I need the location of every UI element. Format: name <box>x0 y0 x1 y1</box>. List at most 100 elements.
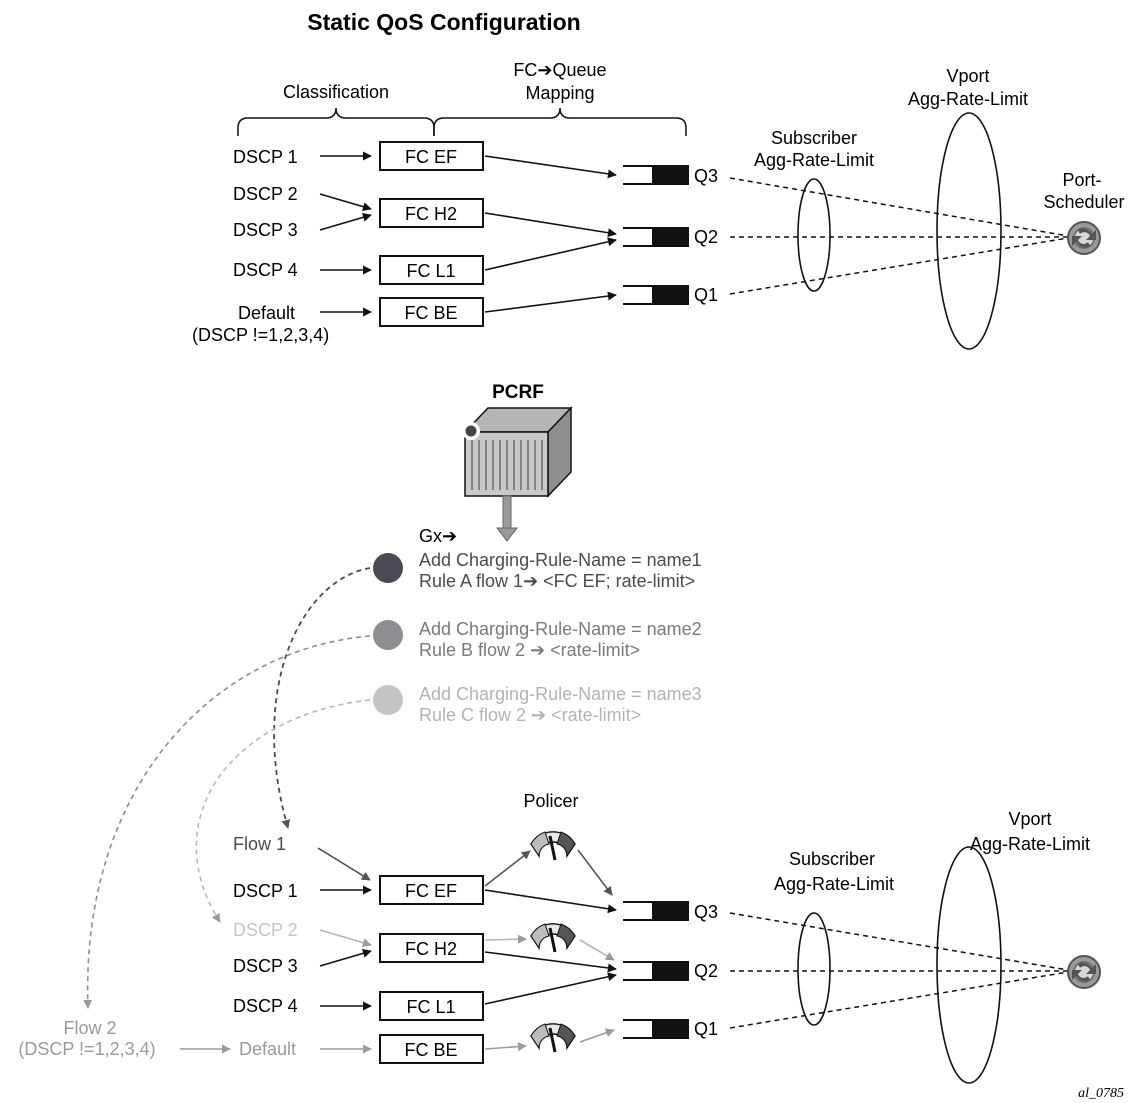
top-queue-q2: Q2 <box>623 227 718 247</box>
policer-gauge-h2 <box>531 924 575 952</box>
bottom-h2-to-policer <box>485 939 526 940</box>
policer-gauge-be <box>531 1024 575 1052</box>
flow2-label: Flow 2 <box>63 1018 116 1038</box>
port-scheduler-label-2: Scheduler <box>1043 192 1124 212</box>
bottom-fc-l1-box: FC L1 <box>380 992 483 1020</box>
bottom-h2-q2 <box>485 952 616 969</box>
svg-text:FC EF: FC EF <box>405 881 457 901</box>
bottom-subscriber-label: Subscriber <box>789 849 875 869</box>
mapping-label-line2: Mapping <box>525 83 594 103</box>
gx-arrow-head <box>497 528 517 541</box>
bottom-input-dscp3: DSCP 3 <box>233 956 298 976</box>
gx-label: Gx➔ <box>419 526 457 546</box>
bottom-vport-label-2: Agg-Rate-Limit <box>970 834 1090 854</box>
top-subscriber-label: Subscriber <box>771 128 857 148</box>
top-map-h2-q2 <box>485 213 616 234</box>
top-dash-q3 <box>730 178 1068 236</box>
bottom-subscriber-ellipse <box>798 913 830 1025</box>
svg-text:FC H2: FC H2 <box>405 939 457 959</box>
bottom-ef-to-policer <box>485 851 530 886</box>
top-vport-label: Vport <box>946 66 989 86</box>
svg-text:FC BE: FC BE <box>404 303 457 323</box>
bottom-arrow-dscp3 <box>320 951 371 966</box>
bottom-fc-be-box: FC BE <box>380 1035 483 1063</box>
bottom-input-default: Default <box>239 1039 296 1059</box>
top-map-l1-q2 <box>485 240 616 270</box>
rule-b-line1: Add Charging-Rule-Name = name2 <box>419 619 702 639</box>
bottom-scheduler-icon <box>1068 956 1100 988</box>
port-scheduler-label: Port- <box>1062 170 1101 190</box>
rule-a-dot <box>373 553 403 583</box>
policer-gauge-ef <box>531 832 575 860</box>
top-map-ef-q3 <box>485 156 616 175</box>
bottom-queue-q2: Q2 <box>623 961 718 981</box>
svg-text:FC L1: FC L1 <box>406 997 455 1017</box>
mapping-label: FC➔Queue <box>513 60 606 80</box>
rule-c-dot <box>373 685 403 715</box>
svg-text:FC BE: FC BE <box>404 1040 457 1060</box>
pcrf-label: PCRF <box>492 382 544 403</box>
classification-brace <box>238 108 434 136</box>
bottom-l1-q2 <box>485 975 616 1004</box>
bottom-fc-ef-box: FC EF <box>380 876 483 904</box>
top-input-dscp1: DSCP 1 <box>233 147 298 167</box>
bottom-arrow-dscp2 <box>320 930 371 945</box>
bottom-queue-q1: Q1 <box>623 1019 718 1039</box>
rule-b-line2: Rule B flow 2 ➔ <rate-limit> <box>419 640 640 660</box>
bottom-dash-q1 <box>730 972 1068 1028</box>
svg-text:Q1: Q1 <box>694 1019 718 1039</box>
rule-a-connector <box>274 568 370 828</box>
top-fc-l1-box: FC L1 <box>380 256 483 284</box>
top-queue-q3: Q3 <box>623 166 718 186</box>
bottom-queue-q3: Q3 <box>623 902 718 922</box>
rule-a-line2: Rule A flow 1➔ <FC EF; rate-limit> <box>419 571 695 591</box>
classification-label: Classification <box>283 82 389 102</box>
top-queue-q1: Q1 <box>623 285 718 305</box>
mapping-brace <box>434 108 686 136</box>
bottom-policer-to-q2 <box>580 940 614 960</box>
top-vport-ellipse <box>937 113 1001 349</box>
bottom-subscriber-label-2: Agg-Rate-Limit <box>774 874 894 894</box>
svg-text:Q2: Q2 <box>694 961 718 981</box>
top-input-dscp3: DSCP 3 <box>233 220 298 240</box>
rule-c-line2: Rule C flow 2 ➔ <rate-limit> <box>419 705 641 725</box>
port-scheduler-icon <box>1068 222 1100 254</box>
svg-text:FC H2: FC H2 <box>405 204 457 224</box>
top-input-dscp2: DSCP 2 <box>233 184 298 204</box>
top-vport-label-2: Agg-Rate-Limit <box>908 89 1028 109</box>
top-subscriber-ellipse <box>798 179 830 291</box>
figure-id: al_0785 <box>1078 1086 1124 1101</box>
bottom-policer-to-q3 <box>578 850 612 895</box>
top-subscriber-label-2: Agg-Rate-Limit <box>754 150 874 170</box>
diagram-title: Static QoS Configuration <box>307 9 580 35</box>
svg-text:Q1: Q1 <box>694 285 718 305</box>
svg-text:Q3: Q3 <box>694 902 718 922</box>
policer-label: Policer <box>523 791 578 811</box>
flow1-arrow <box>318 848 370 880</box>
top-arrow-dscp2 <box>320 194 371 209</box>
svg-text:Q2: Q2 <box>694 227 718 247</box>
bottom-vport-ellipse <box>937 847 1001 1083</box>
top-input-default: Default <box>238 303 295 323</box>
bottom-ef-q3 <box>485 890 616 910</box>
rule-a-line1: Add Charging-Rule-Name = name1 <box>419 550 702 570</box>
bottom-vport-label: Vport <box>1008 809 1051 829</box>
pcrf-server-icon <box>462 408 571 496</box>
bottom-dash-q3 <box>730 913 1068 970</box>
rule-c-line1: Add Charging-Rule-Name = name3 <box>419 684 702 704</box>
bottom-policer-to-q1 <box>580 1030 614 1042</box>
flow1-label: Flow 1 <box>233 834 286 854</box>
svg-text:FC L1: FC L1 <box>406 261 455 281</box>
gx-arrow-shaft <box>503 496 511 530</box>
bottom-input-dscp2: DSCP 2 <box>233 920 298 940</box>
rule-b-dot <box>373 620 403 650</box>
top-input-dscp4: DSCP 4 <box>233 260 298 280</box>
bottom-be-to-policer <box>485 1046 526 1049</box>
bottom-fc-h2-box: FC H2 <box>380 934 483 962</box>
bottom-input-dscp1: DSCP 1 <box>233 881 298 901</box>
rule-b-connector <box>88 636 370 1008</box>
flow2-note: (DSCP !=1,2,3,4) <box>18 1039 155 1059</box>
svg-text:Q3: Q3 <box>694 166 718 186</box>
top-dash-q1 <box>730 238 1068 294</box>
